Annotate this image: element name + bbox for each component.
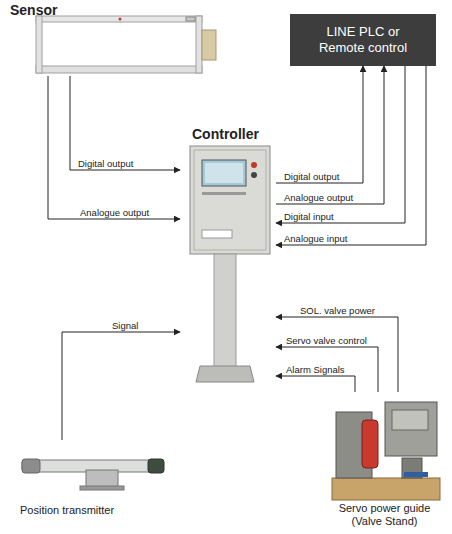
node-label: Position transmitter	[20, 504, 114, 517]
signal-label: Digital output	[78, 158, 133, 169]
signal-label: Alarm Signals	[286, 364, 345, 375]
signal-connector	[70, 76, 180, 170]
servo-node: Servo power guide (Valve Stand)	[322, 392, 448, 534]
node-label: Controller	[192, 126, 259, 143]
signal-connector	[276, 66, 426, 245]
sensor-frame	[36, 16, 216, 73]
plc-box: LINE PLC or Remote control	[290, 14, 436, 66]
signal-connector	[276, 66, 384, 204]
controller-cabinet	[190, 146, 270, 382]
sensor-node: Sensor	[8, 0, 220, 76]
signal-label: Digital output	[284, 171, 339, 182]
signal-label: Digital input	[284, 211, 334, 222]
position-transmitter-node: Position transmitter	[12, 440, 172, 532]
position-transmitter-drawing	[22, 459, 164, 490]
signal-label: Analogue input	[284, 233, 347, 244]
controller-node: Controller	[180, 124, 276, 382]
signal-connector	[62, 332, 180, 440]
node-label: Servo power guide (Valve Stand)	[332, 502, 437, 528]
node-label: LINE PLC or Remote control	[313, 24, 413, 56]
node-label: Sensor	[10, 2, 57, 19]
signal-connector	[276, 376, 355, 392]
valve-stand-drawing	[332, 402, 440, 500]
signal-label: Servo valve control	[286, 335, 367, 346]
signal-connector	[48, 76, 180, 219]
signal-connector	[276, 317, 398, 392]
signal-connector	[276, 66, 405, 223]
signal-label: Analogue output	[284, 192, 353, 203]
signal-label: Analogue output	[80, 207, 149, 218]
signal-label: SOL. valve power	[300, 305, 375, 316]
signal-label: Signal	[112, 320, 138, 331]
signal-connector	[276, 66, 363, 183]
signal-connector	[276, 347, 378, 392]
